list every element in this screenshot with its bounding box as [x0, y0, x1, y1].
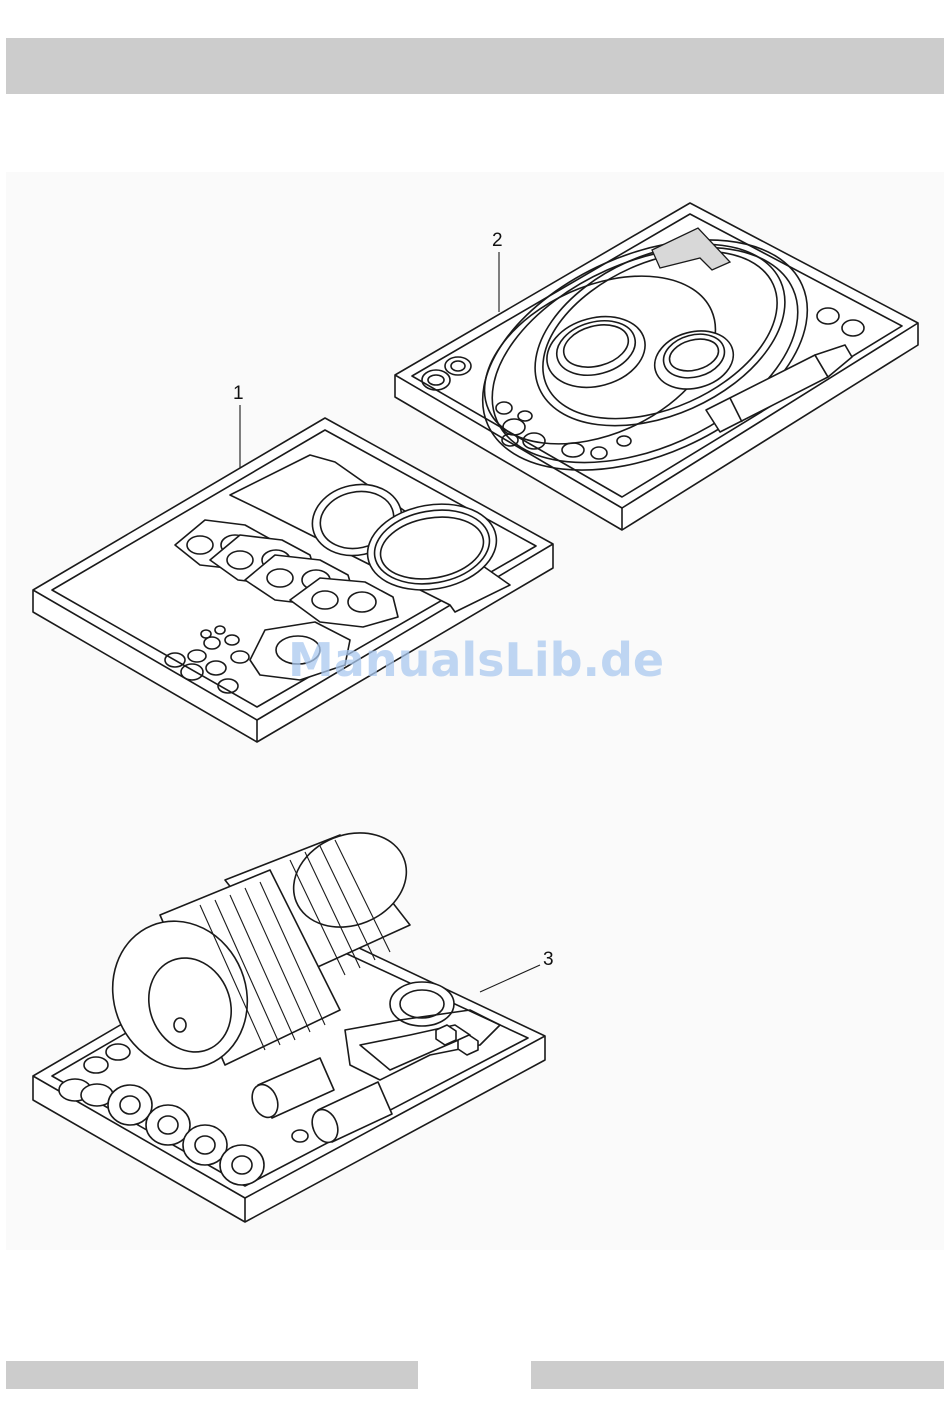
callout-1: 1	[233, 383, 244, 404]
watermark-text: ManualsLib.de	[288, 633, 664, 687]
callout-2: 2	[492, 230, 503, 251]
kit-2-tray	[395, 194, 918, 530]
kit-3-tray	[33, 817, 545, 1222]
kit-1-tray	[33, 405, 553, 742]
footer-bar-left	[6, 1361, 418, 1389]
footer-bar-right	[531, 1361, 944, 1389]
callout-3: 3	[543, 949, 554, 970]
